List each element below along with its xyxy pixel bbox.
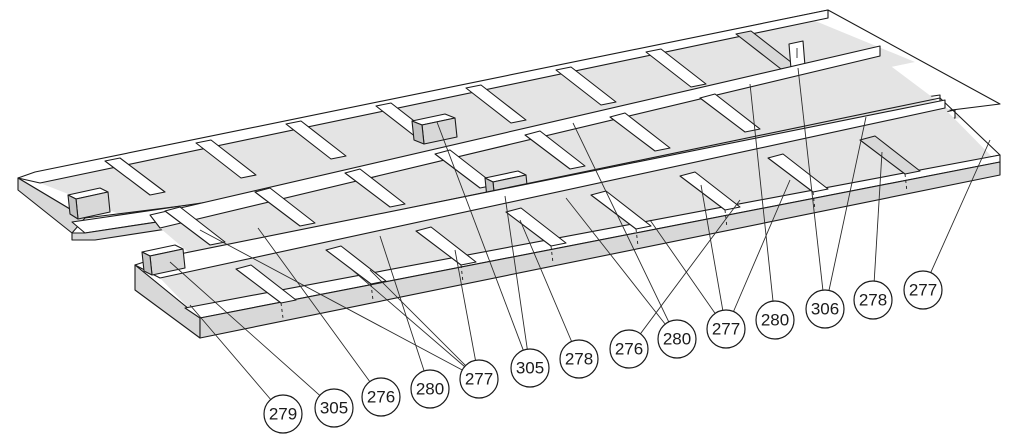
- rear-blocks: [67, 113, 458, 220]
- callout-label: 279: [269, 405, 297, 424]
- callout-label: 280: [416, 380, 444, 399]
- middle-frame-back-rail: [149, 45, 881, 229]
- leader-line-278: [873, 151, 883, 282]
- front-frame-floor: [160, 104, 1000, 320]
- leader-line-277: [349, 267, 465, 367]
- callout-306: 306: [805, 289, 845, 329]
- callout-label: 280: [761, 311, 789, 330]
- callout-280: 280: [657, 319, 697, 359]
- hidden-edge: [550, 245, 554, 264]
- callout-278: 278: [853, 280, 893, 320]
- block-side: [67, 194, 79, 220]
- callouts: 279 305 276 280 277 305 278 276 280 277: [263, 270, 943, 434]
- leader-line-277: [199, 229, 463, 371]
- callout-label: 276: [367, 388, 395, 407]
- callout-276: 276: [361, 377, 401, 417]
- callout-label: 276: [615, 340, 643, 359]
- leader-line-277: [454, 249, 476, 361]
- crossbar: [344, 168, 406, 208]
- callout-277: 277: [459, 359, 499, 399]
- crossbar: [254, 187, 316, 227]
- callout-276: 276: [609, 329, 649, 369]
- block-side: [141, 251, 153, 276]
- callout-label: 278: [565, 350, 593, 369]
- leader-line-277: [369, 269, 466, 366]
- hidden-edge: [280, 302, 284, 319]
- crossbar: [679, 171, 741, 211]
- callout-label: 277: [465, 370, 493, 389]
- leader-line-280: [572, 122, 670, 323]
- crossbar: [415, 226, 477, 266]
- crossbar: [235, 264, 297, 304]
- callout-278: 278: [559, 339, 599, 379]
- leader-line-280: [749, 83, 774, 302]
- rear-frame-back-rail: [17, 9, 829, 184]
- hidden-edge: [635, 228, 639, 247]
- block-side: [411, 120, 425, 145]
- callout-label: 278: [859, 291, 887, 310]
- crossbar: [590, 190, 652, 230]
- callout-277: 277: [706, 309, 746, 349]
- leader-lines: [169, 67, 991, 400]
- leader-line-276: [640, 199, 741, 335]
- leader-line-277: [649, 219, 716, 314]
- leader-line-279: [189, 304, 272, 400]
- callout-305: 305: [510, 348, 550, 388]
- crossbar: [195, 139, 257, 179]
- crossbar: [859, 135, 921, 175]
- rear-crossbars: [104, 30, 797, 196]
- callout-280: 280: [410, 369, 450, 409]
- leader-line-305: [436, 121, 524, 351]
- callout-label: 277: [712, 320, 740, 339]
- front-frame-front-face: [199, 161, 1001, 339]
- front-frame: [134, 97, 1001, 339]
- leader-line-276: [257, 227, 371, 382]
- leader-line-280: [379, 235, 425, 372]
- leader-line-278: [519, 219, 573, 342]
- leader-line-305: [504, 195, 528, 350]
- hidden-edge: [460, 264, 464, 283]
- crossbar: [285, 120, 347, 160]
- leader-line-277: [733, 179, 791, 312]
- crossbar: [767, 153, 829, 193]
- leader-line-306: [828, 116, 867, 291]
- middle-crossbars: [164, 93, 761, 246]
- leader-line-280: [565, 197, 666, 325]
- callout-279: 279: [263, 394, 303, 434]
- crossbar: [609, 112, 671, 152]
- callout-label: 280: [663, 330, 691, 349]
- front-crossbars: [235, 135, 921, 304]
- leader-line-306: [797, 67, 824, 291]
- crossbar: [555, 66, 617, 106]
- leader-line-277: [700, 184, 724, 311]
- crossbar: [699, 93, 761, 133]
- callout-label: 277: [909, 281, 937, 300]
- callout-280: 280: [755, 300, 795, 340]
- leader-line-277: [930, 139, 991, 273]
- crossbar: [465, 84, 527, 124]
- crossbar: [104, 157, 166, 196]
- callout-277: 277: [903, 270, 943, 310]
- crossbar: [645, 48, 707, 88]
- callout-label: 305: [516, 359, 544, 378]
- callout-label: 305: [320, 399, 348, 418]
- crossbar: [505, 207, 567, 247]
- crossbar: [524, 130, 586, 170]
- callout-305: 305: [314, 388, 354, 428]
- rear-frame-floor: [40, 18, 915, 222]
- leader-line-305: [169, 261, 321, 396]
- front-blocks: [141, 244, 186, 276]
- callout-label: 306: [811, 300, 839, 319]
